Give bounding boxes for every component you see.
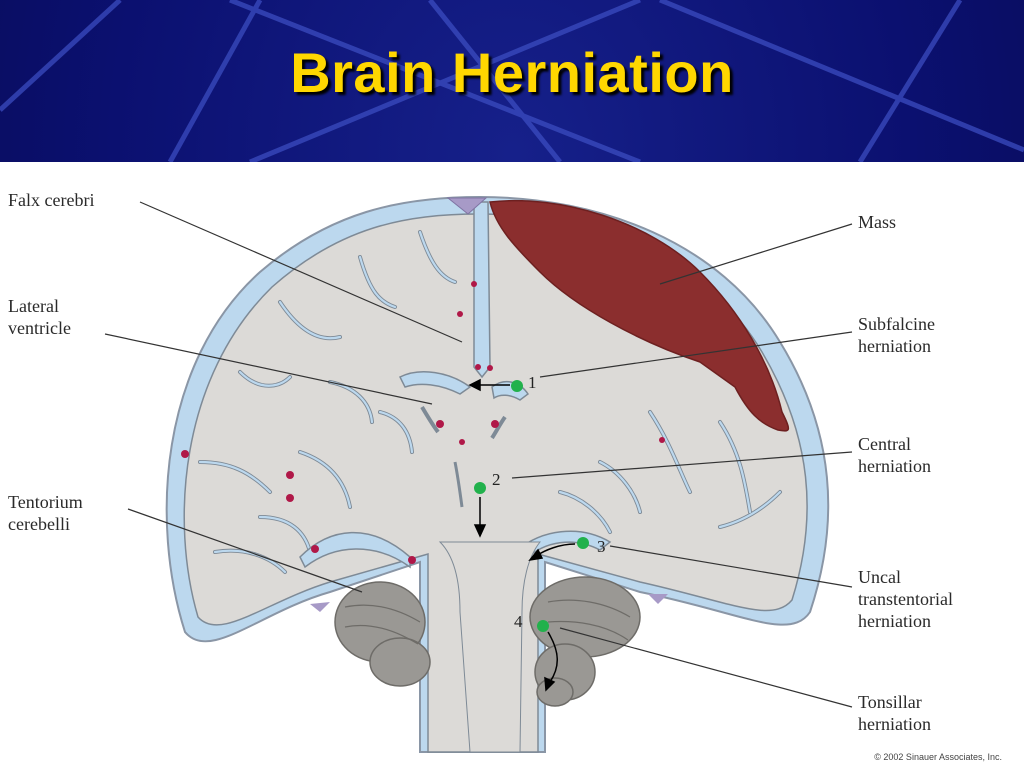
label-uncal-line2: transtentorial	[858, 589, 953, 609]
label-mass: Mass	[858, 212, 897, 232]
label-tonsillar-line2: herniation	[858, 714, 931, 734]
falx-cerebri	[473, 201, 491, 379]
vessels	[181, 281, 665, 564]
mass	[489, 199, 790, 432]
label-lateral-ventricle-line2: ventricle	[8, 318, 71, 338]
label-uncal-line3: herniation	[858, 611, 931, 631]
slide-title: Brain Herniation	[290, 41, 734, 104]
arrows	[468, 378, 576, 692]
diagram-panel: Falx cerebri Lateral ventricle Tentorium…	[0, 162, 1024, 768]
brain-diagram	[104, 195, 853, 753]
label-tonsillar-line1: Tonsillar	[858, 692, 922, 712]
marker-number-1: 1	[528, 373, 537, 392]
superior-sagittal-sinus	[446, 197, 488, 215]
label-subfalcine-line1: Subfalcine	[858, 314, 935, 334]
label-falx-cerebri: Falx cerebri	[8, 190, 95, 210]
cerebellum	[334, 576, 641, 707]
label-lateral-ventricle-line1: Lateral	[8, 296, 59, 316]
label-central-line2: herniation	[858, 456, 931, 476]
label-subfalcine-line2: herniation	[858, 336, 931, 356]
herniation-markers	[474, 380, 589, 632]
label-tentorium-line2: cerebelli	[8, 514, 70, 534]
marker-dot-1	[511, 380, 523, 392]
label-tentorium-line1: Tentorium	[8, 492, 83, 512]
leader-lines	[104, 201, 853, 708]
label-central-line1: Central	[858, 434, 911, 454]
marker-dot-2	[474, 482, 486, 494]
brainstem	[438, 541, 542, 753]
background-decoration	[0, 0, 1024, 162]
marker-number-3: 3	[597, 537, 606, 556]
marker-number-4: 4	[514, 612, 523, 631]
marker-dot-3	[577, 537, 589, 549]
copyright-notice: © 2002 Sinauer Associates, Inc.	[874, 752, 1002, 762]
label-uncal-line1: Uncal	[858, 567, 901, 587]
lateral-ventricle-left	[398, 371, 472, 395]
marker-dot-4	[537, 620, 549, 632]
marker-number-2: 2	[492, 470, 501, 489]
